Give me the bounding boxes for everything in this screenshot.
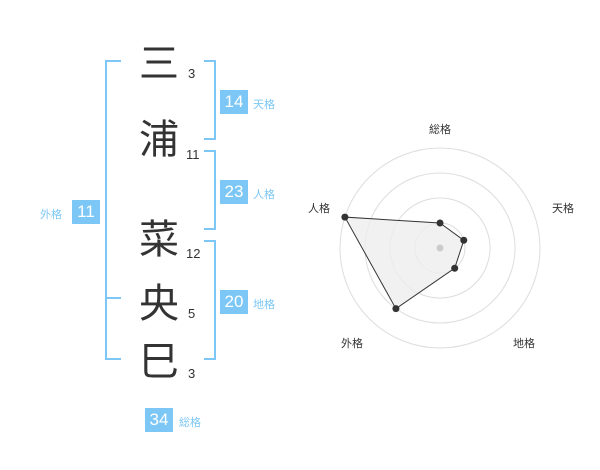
soukaku-badge: 34: [145, 408, 173, 432]
radar-point-0: [436, 219, 444, 227]
radar-axis-label-0: 総格: [429, 122, 451, 136]
name-char-4: 央: [139, 281, 179, 327]
jinkaku-badge: 23: [220, 180, 248, 204]
gaikaku-bracket: [105, 60, 121, 360]
gaikaku-bracket-divider: [105, 297, 121, 299]
radar-point-4: [341, 213, 349, 221]
radar-point-3: [392, 305, 400, 313]
radar-point-1: [460, 236, 468, 244]
radar-axis-label-3: 外格: [341, 336, 363, 350]
radar-axis-label-2: 地格: [513, 336, 535, 350]
radar-axis-label-4: 人格: [308, 201, 330, 215]
stroke-count-3: 12: [186, 246, 201, 261]
tenkaku-badge: 14: [220, 90, 248, 114]
stroke-count-1: 3: [188, 66, 196, 81]
tenkaku-bracket: [204, 60, 216, 140]
radar-center-dot: [436, 244, 444, 252]
radar-ring-4: [339, 147, 541, 349]
name-char-3: 菜: [139, 217, 179, 263]
radar-polygon: [344, 216, 465, 310]
stroke-count-2: 11: [186, 147, 200, 162]
chikaku-label: 地格: [253, 298, 275, 311]
name-char-5: 巳: [139, 339, 179, 385]
radar-point-2: [451, 264, 459, 272]
jinkaku-bracket: [204, 150, 216, 230]
gaikaku-badge: 11: [72, 200, 100, 224]
gaikaku-label: 外格: [40, 208, 62, 221]
radar-axis-label-1: 天格: [552, 201, 574, 215]
name-char-2: 浦: [139, 117, 179, 163]
chikaku-bracket: [204, 240, 216, 360]
stroke-count-5: 3: [188, 366, 196, 381]
chikaku-badge: 20: [220, 290, 248, 314]
name-char-1: 三: [139, 41, 179, 87]
tenkaku-label: 天格: [253, 98, 275, 111]
radar-points: [341, 213, 468, 313]
stroke-count-4: 5: [188, 306, 196, 321]
soukaku-label: 総格: [179, 416, 201, 429]
jinkaku-label: 人格: [253, 188, 275, 201]
